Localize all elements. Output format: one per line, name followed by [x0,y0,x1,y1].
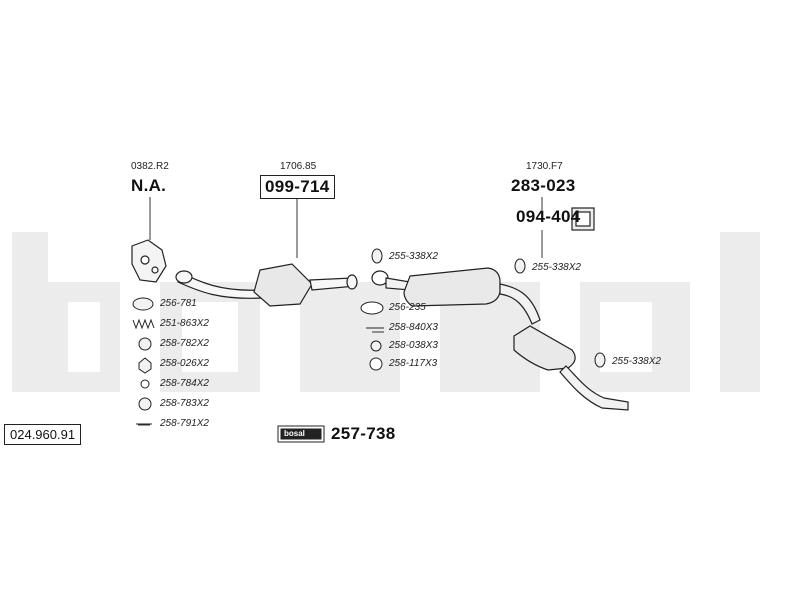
hardware-right-label: 255-338X2 [612,356,661,367]
hardware-mid-label: 258-117X3 [389,358,438,369]
muffler-assembly [371,267,629,411]
hanger-bracket [571,207,595,231]
hardware-left-label: 258-782X2 [160,338,209,349]
kit-number-label: 257-738 [331,424,396,443]
group-ref-label: 0382.R2 [131,161,169,172]
catalytic-converter-pipe [175,263,358,307]
hardware-left-label: 256-781 [160,298,197,309]
hardware-icons-right [514,258,606,368]
hardware-left-label: 258-026X2 [160,358,209,369]
hardware-mid-label: 258-038X3 [389,340,438,351]
manifold-part [131,239,167,283]
hardware-mid-label: 258-840X3 [389,322,438,333]
group-ref-label: 1706.85 [280,161,317,172]
group-part-label: N.A. [131,176,167,195]
hardware-icons-left [132,297,155,425]
group-part-label: 099-714 [260,175,335,199]
hardware-icons-mid [360,248,384,371]
group-part-label: 283-023 [511,176,576,195]
kit-badge [277,425,325,443]
hardware-mid-label: 255-338X2 [389,251,438,262]
kit-badge-brand: bosal [284,429,305,438]
group-ref-label: 1730.F7 [526,161,563,172]
leader-lines [138,197,543,426]
catalog-number: 024.960.91 [4,424,82,445]
hardware-left-label: 258-783X2 [160,398,209,409]
hardware-left-label: 251-863X2 [160,318,209,329]
hardware-left-label: 258-791X2 [160,418,209,429]
bracket-part-label: 094-404 [516,207,581,226]
hardware-right-label: 255-338X2 [532,262,581,273]
hardware-mid-label: 256-235 [389,302,426,313]
bosal-watermark [12,232,760,392]
hardware-left-label: 258-784X2 [160,378,209,389]
